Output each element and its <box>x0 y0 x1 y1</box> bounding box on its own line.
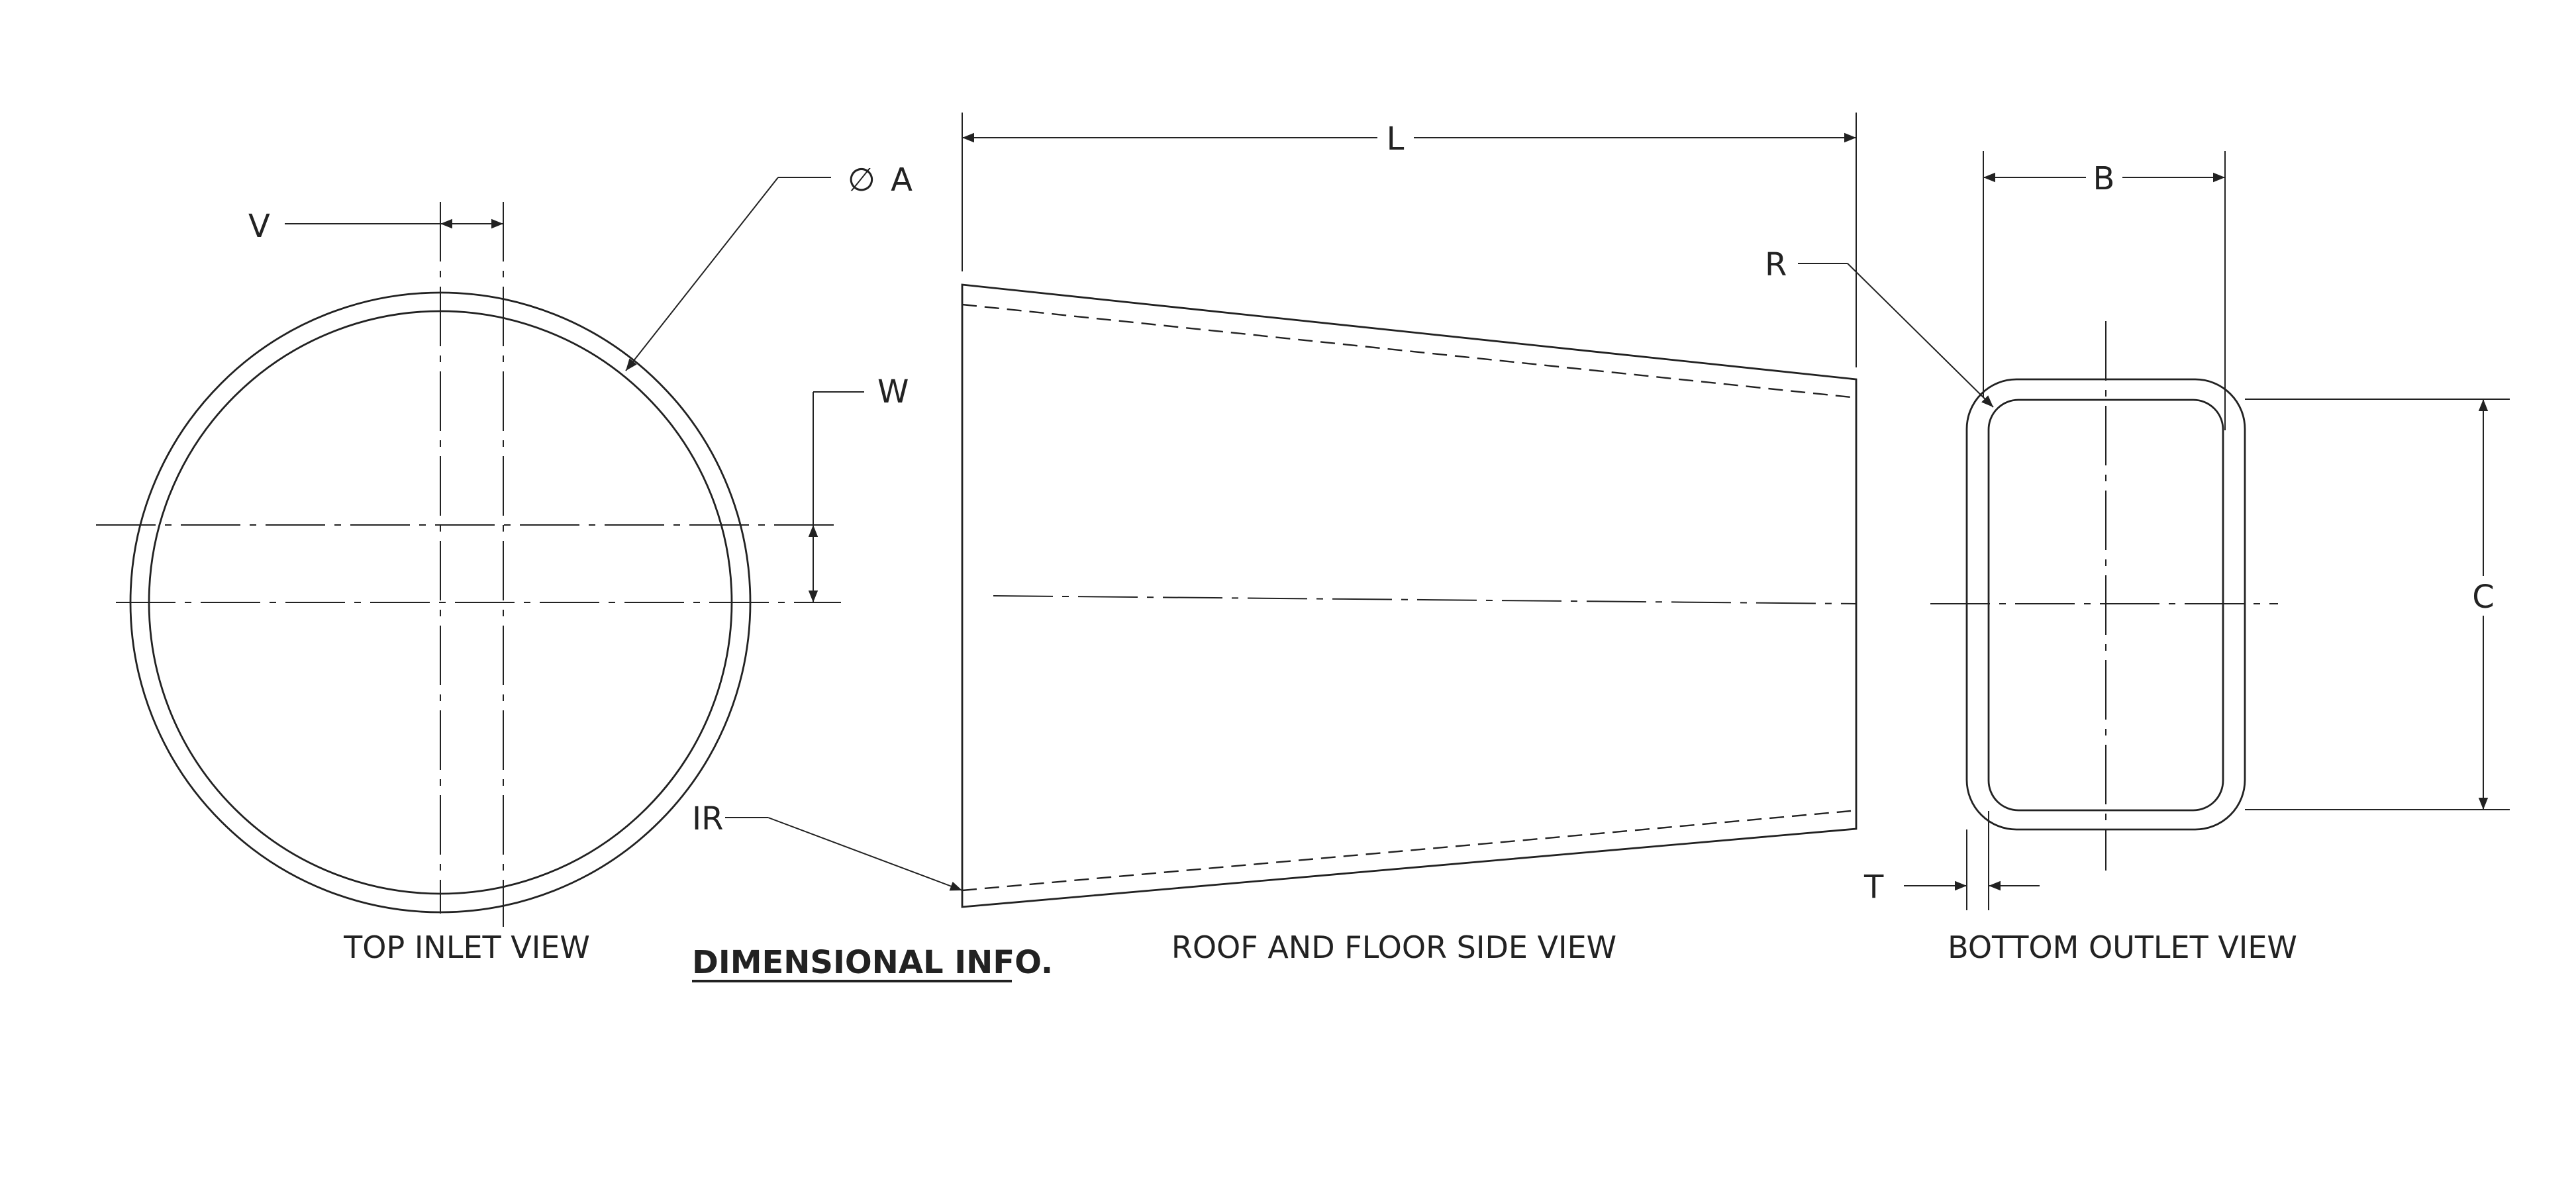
r-leader <box>1847 263 1994 408</box>
w-label: W <box>877 373 909 410</box>
side-hidden-bottom <box>962 810 1852 892</box>
r-label: R <box>1765 246 1787 283</box>
top-inlet-view-label: TOP INLET VIEW <box>343 929 590 965</box>
side-view: L IR ROOF AND FLOOR SIDE VIEW <box>692 113 1858 965</box>
diameter-leader <box>625 177 779 371</box>
side-hidden-top <box>962 303 1852 399</box>
dimensional-info-title: DIMENSIONAL INFO. <box>692 944 1053 981</box>
c-label: C <box>2472 579 2495 616</box>
diameter-letter: A <box>891 162 913 199</box>
v-label: V <box>248 208 270 245</box>
diameter-label: ∅ A <box>848 162 913 199</box>
bottom-outlet-view-label: BOTTOM OUTLET VIEW <box>1948 929 2297 965</box>
side-outline <box>961 283 1858 908</box>
inner-rounded-rect <box>1987 399 2224 812</box>
bottom-outlet-view: B C R T BOTTOM OUTLET VIEW <box>1765 151 2510 965</box>
ir-label: IR <box>692 800 724 837</box>
title-block: DIMENSIONAL INFO. <box>692 944 1053 982</box>
side-centerline <box>993 595 1857 604</box>
b-label: B <box>2093 160 2115 197</box>
diameter-symbol: ∅ <box>848 162 875 199</box>
side-view-label: ROOF AND FLOOR SIDE VIEW <box>1171 929 1616 965</box>
ir-leader <box>768 817 963 891</box>
t-label: T <box>1863 869 1884 906</box>
top-inlet-view: V W ∅ A TOP INLET VIEW <box>96 162 913 965</box>
l-label: L <box>1387 120 1405 158</box>
